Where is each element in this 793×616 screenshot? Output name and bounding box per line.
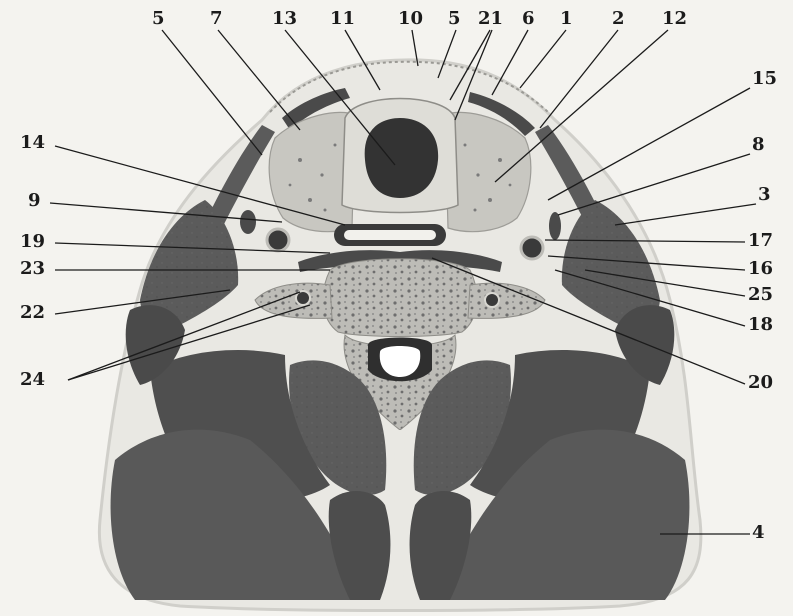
label-l-14: 14 xyxy=(20,132,45,153)
label-l-24: 24 xyxy=(20,369,45,390)
leader-line-l-5a-0 xyxy=(162,30,262,155)
label-l-23: 23 xyxy=(20,258,45,279)
label-l-17: 17 xyxy=(748,230,773,251)
label-l-9: 9 xyxy=(28,190,41,211)
right-jugular-vein xyxy=(549,212,561,240)
label-l-7: 7 xyxy=(210,8,223,29)
label-l-15: 15 xyxy=(752,68,777,89)
label-l-4: 4 xyxy=(752,522,765,543)
trachea-lumen xyxy=(365,118,438,198)
label-l-20: 20 xyxy=(748,372,773,393)
right-carotid-artery xyxy=(521,237,543,259)
label-l-6: 6 xyxy=(522,8,535,29)
label-l-1: 1 xyxy=(560,8,573,29)
label-l-2: 2 xyxy=(612,8,625,29)
vertebral-body xyxy=(323,259,477,337)
leader-line-l-2-0 xyxy=(540,30,618,128)
label-l-5a: 5 xyxy=(152,8,165,29)
label-l-22: 22 xyxy=(20,302,45,323)
nuchal-ligament xyxy=(398,430,400,600)
label-l-8: 8 xyxy=(752,134,765,155)
right-vertebral-artery xyxy=(485,293,499,307)
label-l-11: 11 xyxy=(330,8,355,29)
label-l-21: 21 xyxy=(478,8,503,29)
label-l-3: 3 xyxy=(758,184,771,205)
label-l-16: 16 xyxy=(748,258,773,279)
label-l-19: 19 xyxy=(20,231,45,252)
label-l-12: 12 xyxy=(662,8,687,29)
label-l-13: 13 xyxy=(272,8,297,29)
label-l-25: 25 xyxy=(748,284,773,305)
left-jugular-vein xyxy=(240,210,256,234)
label-l-18: 18 xyxy=(748,314,773,335)
esophagus-lumen xyxy=(344,230,436,240)
left-carotid-artery xyxy=(267,229,289,251)
leader-line-l-1-0 xyxy=(520,30,566,88)
label-l-10: 10 xyxy=(398,8,423,29)
label-l-5b: 5 xyxy=(448,8,461,29)
